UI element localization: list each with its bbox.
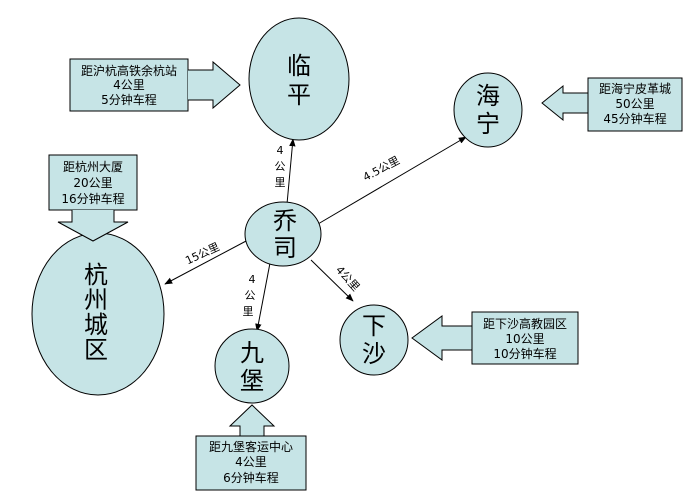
callout-jiubao-line-1: 距九堡客运中心: [209, 439, 293, 454]
node-jiubao: 九 堡: [214, 328, 290, 404]
node-jiubao-char-1: 九: [240, 339, 264, 367]
node-hangzhou-char-3: 城: [84, 311, 108, 339]
node-hangzhou-char-4: 区: [84, 336, 108, 364]
callout-haining-line-2: 50公里: [615, 97, 654, 111]
callout-hangzhou-line-2: 20公里: [73, 176, 112, 190]
edge-linping: [286, 138, 296, 205]
edges: [164, 136, 467, 332]
node-center-char-2: 司: [273, 234, 297, 262]
callout-linping-line-2: 4公里: [113, 78, 145, 92]
edge-label-jiubao-2: 公: [245, 289, 256, 302]
node-hangzhou-char-2: 州: [84, 286, 108, 314]
node-linping-char-2: 平: [287, 81, 311, 109]
callouts: 距沪杭高铁余杭站 4公里 5分钟车程 距海宁皮革城 50公里 45分钟车程 距杭…: [48, 58, 683, 491]
callout-xiasha-line-3: 10分钟车程: [493, 346, 556, 361]
node-xiasha-char-2: 沙: [362, 340, 386, 368]
callout-linping: 距沪杭高铁余杭站 4公里 5分钟车程: [69, 58, 241, 112]
edge-label-jiubao-1: 4: [249, 273, 256, 286]
callout-haining: 距海宁皮革城 50公里 45分钟车程: [541, 77, 683, 132]
edge-label-linping-3: 里: [275, 176, 286, 189]
callout-haining-line-3: 45分钟车程: [603, 111, 666, 126]
nodes: 临 平 海 宁 乔 司 杭 州 城 区 九 堡 下 沙: [31, 17, 523, 404]
callout-hangzhou-line-1: 距杭州大厦: [63, 159, 123, 174]
edge-label-linping-2: 公: [275, 160, 286, 173]
node-haining-char-2: 宁: [476, 110, 500, 138]
edge-label-hangzhou: 15公里: [183, 240, 221, 267]
callout-xiasha-line-1: 距下沙高教园区: [483, 316, 567, 331]
callout-haining-line-1: 距海宁皮革城: [599, 81, 671, 96]
node-hangzhou-char-1: 杭: [84, 261, 108, 289]
node-jiubao-char-2: 堡: [240, 367, 264, 395]
edge-label-haining: 4.5公里: [361, 154, 402, 184]
callout-hangzhou-line-3: 16分钟车程: [61, 191, 124, 206]
node-haining-char-1: 海: [476, 82, 500, 110]
callout-jiubao-line-2: 4公里: [235, 455, 267, 469]
node-linping-char-1: 临: [287, 52, 311, 80]
callout-jiubao-line-3: 6分钟车程: [223, 470, 279, 485]
edge-label-xiasha: 4公里: [333, 264, 362, 294]
callout-xiasha: 距下沙高教园区 10公里 10分钟车程: [411, 311, 579, 365]
callout-xiasha-line-2: 10公里: [505, 332, 544, 346]
callout-linping-line-1: 距沪杭高铁余杭站: [81, 63, 177, 78]
node-haining: 海 宁: [453, 72, 523, 148]
callout-hangzhou: 距杭州大厦 20公里 16分钟车程: [48, 154, 138, 242]
node-hangzhou: 杭 州 城 区: [31, 232, 165, 396]
node-center-char-1: 乔: [273, 207, 297, 235]
edge-hangzhou: [164, 239, 249, 285]
node-xiasha-char-1: 下: [362, 312, 386, 340]
node-xiasha: 下 沙: [339, 304, 409, 376]
edge-xiasha: [310, 259, 354, 302]
edge-haining: [317, 136, 467, 225]
callout-linping-line-3: 5分钟车程: [101, 92, 157, 107]
callout-jiubao: 距九堡客运中心 4公里 6分钟车程: [195, 404, 307, 491]
edge-label-jiubao-3: 里: [243, 305, 254, 318]
node-center-qiaosi: 乔 司: [244, 201, 322, 267]
edge-jiubao: [255, 262, 271, 332]
node-linping: 临 平: [248, 17, 350, 141]
edge-label-linping-1: 4: [277, 144, 284, 157]
